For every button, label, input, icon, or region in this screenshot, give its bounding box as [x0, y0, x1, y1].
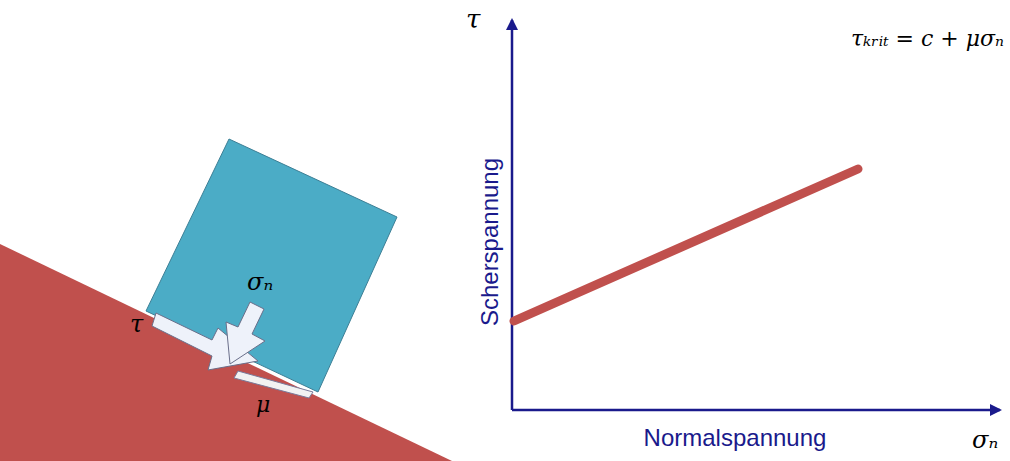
- axis-symbol: σₙ: [972, 428, 998, 452]
- x-axis: [512, 409, 1000, 412]
- axis-symbol: τ: [466, 6, 480, 32]
- friction-symbol: μ: [256, 394, 270, 416]
- normal-arrow: [226, 302, 265, 364]
- failure-line: [514, 169, 858, 321]
- shear-symbol: τ: [130, 312, 143, 336]
- axis-title: Normalspannung: [644, 426, 827, 450]
- normal-symbol: σₙ: [247, 270, 273, 294]
- friction-strip: [234, 371, 313, 398]
- block: [146, 139, 397, 392]
- formula: τₖᵣᵢₜ = c + μσₙ: [851, 28, 1004, 50]
- axis-title: Scherspannung: [478, 158, 502, 326]
- y-axis: [511, 20, 514, 410]
